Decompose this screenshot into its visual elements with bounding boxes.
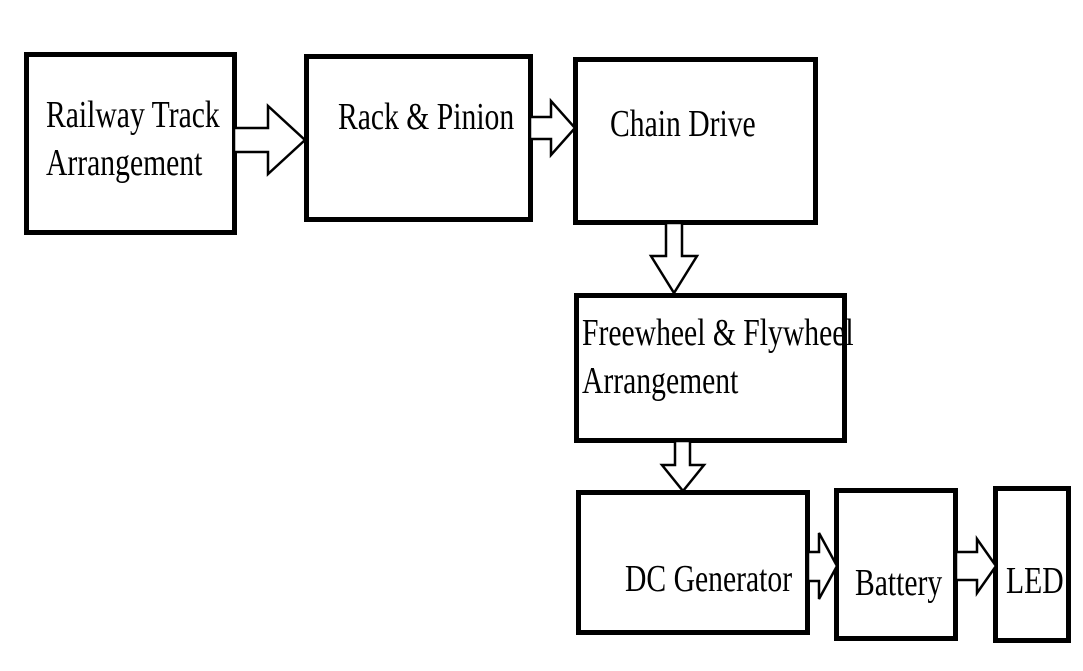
chain-drive-label: Chain Drive <box>610 101 756 149</box>
railway-track-line1: Railway Track <box>46 94 220 136</box>
arrow-railway-to-rack <box>232 103 307 177</box>
rack-pinion-label: Rack & Pinion <box>338 94 514 142</box>
freewheel-flywheel-line2: Arrangement <box>582 359 739 402</box>
arrow-chain-to-freewheel <box>648 221 700 296</box>
railway-track-line2: Arrangement <box>46 141 203 184</box>
rack-pinion-line1: Rack & Pinion <box>338 96 515 138</box>
arrow-dcgen-to-battery <box>806 532 839 600</box>
freewheel-flywheel-block <box>574 293 847 443</box>
railway-track-label: Railway Track Arrangement <box>46 92 220 187</box>
battery-label: Battery <box>855 560 942 608</box>
battery-line1: Battery <box>855 562 943 604</box>
freewheel-flywheel-line1: Freewheel & Flywheel <box>582 312 854 354</box>
led-label: LED <box>1006 558 1064 606</box>
chain-drive-block <box>573 57 818 225</box>
arrow-rack-to-chain <box>528 97 577 159</box>
arrow-freewheel-to-dcgen <box>659 439 707 493</box>
dc-generator-line1: DC Generator <box>625 558 793 600</box>
chain-drive-line1: Chain Drive <box>610 103 756 145</box>
arrow-battery-to-led <box>954 535 998 597</box>
railway-track-block <box>24 52 237 235</box>
led-line1: LED <box>1006 560 1064 602</box>
freewheel-flywheel-label: Freewheel & Flywheel Arrangement <box>582 310 854 405</box>
dc-generator-label: DC Generator <box>625 556 792 604</box>
